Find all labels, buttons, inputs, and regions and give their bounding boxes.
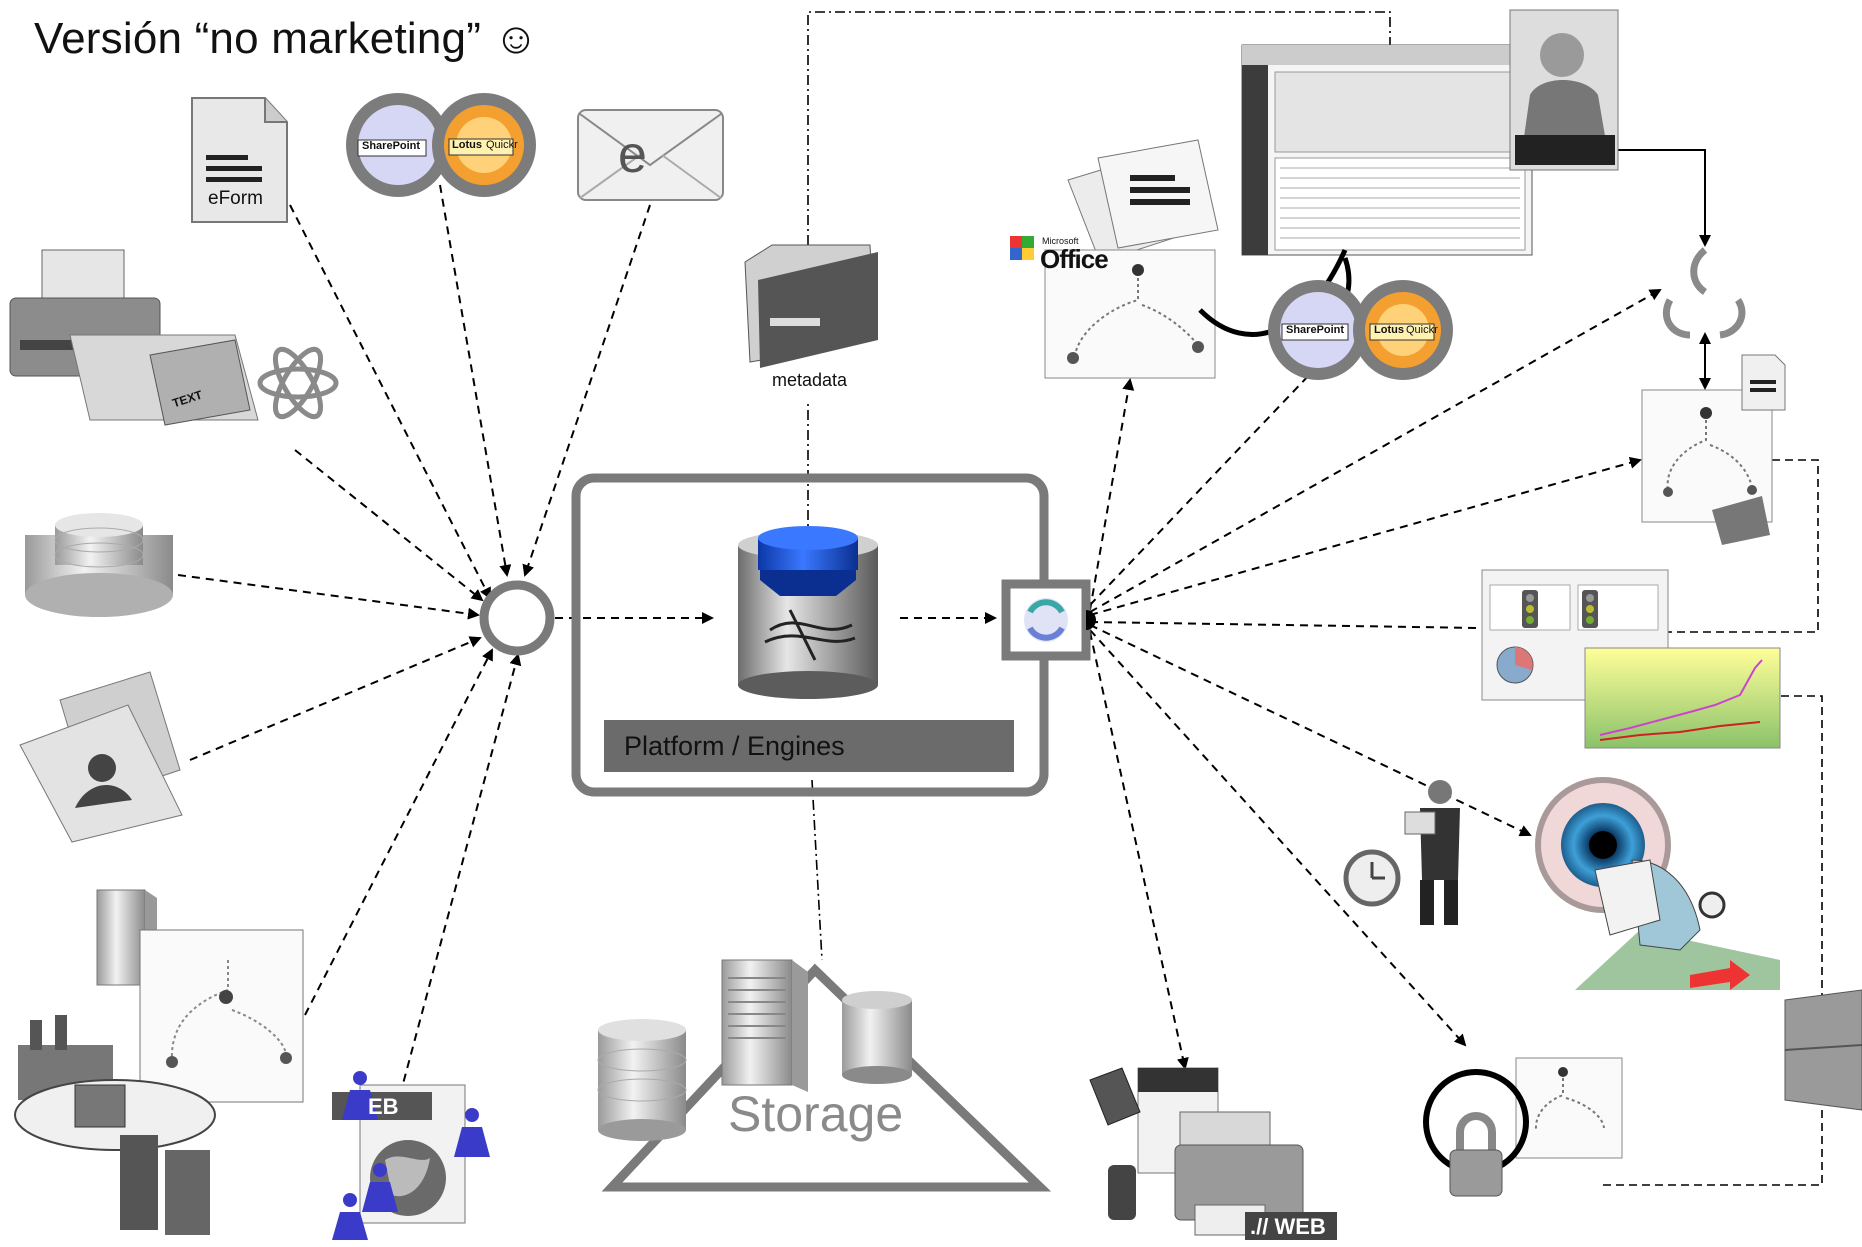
web-label-right: .// WEB (1250, 1214, 1326, 1239)
workflow-document-icon-right (1641, 354, 1786, 545)
lotus-label-left: Lotus (452, 139, 482, 151)
database-disk-icon (25, 513, 173, 617)
storage-triangle (601, 963, 1052, 1192)
photo-folder-icon (19, 671, 183, 843)
application-window-icon (1241, 44, 1533, 256)
sharepoint-label-right: SharePoint (1286, 324, 1345, 336)
stopwatch-person-icon (1343, 780, 1460, 925)
mobile-printer-web-icon (1089, 1067, 1337, 1240)
workflow-document-icon (139, 929, 304, 1103)
sharepoint-quickr-icon (346, 93, 536, 197)
web-label-left: EB (368, 1094, 399, 1119)
padlock-icon (1423, 1057, 1623, 1197)
web-people-icon (332, 1071, 490, 1240)
document-icon (191, 97, 288, 223)
phone-connector (1502, 144, 1711, 390)
lotus-label-right: Lotus (1374, 324, 1404, 336)
dashboard-chart-icon (1481, 569, 1781, 749)
output-connectors (1089, 289, 1662, 1070)
email-envelope-icon (577, 109, 724, 201)
office-workflow-icon (1010, 139, 1219, 379)
metadata-label: metadata (772, 370, 848, 390)
sync-hub-icon (1001, 579, 1096, 661)
storage-disks-icon (597, 1019, 687, 1141)
quickr-label-right: Quickr (1406, 324, 1438, 336)
printer-scanner-icon (9, 249, 259, 426)
quickr-label-left: Quickr (486, 139, 518, 151)
atom-icon (257, 346, 339, 420)
person-on-phone-icon (1509, 9, 1619, 171)
recycle-arrows-icon (1662, 247, 1746, 339)
archive-cabinet-icon (1784, 989, 1862, 1111)
input-hub-ring-icon (479, 580, 555, 656)
storage-server-icon (721, 959, 808, 1092)
platform-engines-bar: Platform / Engines (604, 720, 1014, 772)
platform-database-icon (738, 526, 878, 699)
microsoft-label: Microsoft (1042, 236, 1079, 246)
storage-cylinder-icon (842, 991, 912, 1084)
factory-icon (14, 1015, 216, 1235)
eform-label: eForm (208, 188, 263, 209)
eye-inspection-icon (1535, 777, 1780, 990)
input-connectors (177, 184, 997, 1096)
email-glyph: e (618, 126, 647, 184)
office-label: Office (1040, 244, 1109, 274)
storage-label: Storage (728, 1086, 904, 1142)
sharepoint-quickr-icon-right (1268, 280, 1453, 380)
diagram-title: Versión “no marketing” ☺ (34, 14, 539, 63)
sharepoint-label-left: SharePoint (362, 140, 421, 152)
metadata-folder-icon (744, 244, 878, 368)
